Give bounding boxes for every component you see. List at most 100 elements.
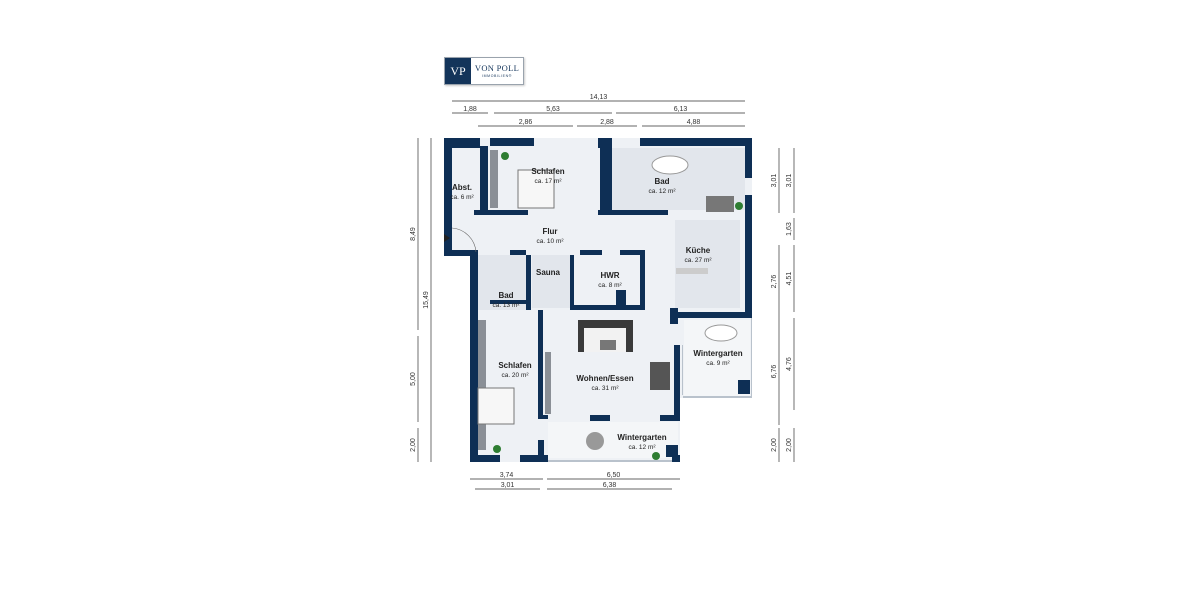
wall <box>520 455 548 462</box>
door-swing <box>451 227 477 253</box>
room-area: ca. 10 m² <box>536 238 564 245</box>
dimension-label: 2,86 <box>519 119 533 126</box>
column <box>666 445 678 457</box>
wall <box>745 138 752 178</box>
wall <box>570 255 574 310</box>
wall <box>444 250 474 256</box>
room-name: Schlafen <box>531 167 564 176</box>
counter <box>676 268 708 274</box>
dimension-label: 6,38 <box>603 482 617 489</box>
wall <box>640 138 752 146</box>
wall <box>745 195 752 318</box>
logo-name: VON POLL <box>474 63 520 73</box>
plant-icon <box>735 202 743 210</box>
dimension-label: 5,63 <box>546 106 560 113</box>
tv <box>600 340 616 350</box>
wall <box>444 138 474 148</box>
wall <box>480 146 488 210</box>
room-area: ca. 13 m² <box>492 302 520 309</box>
dimension-label: 1,63 <box>786 222 793 236</box>
dimension-label: 3,01 <box>786 174 793 188</box>
wall <box>580 250 602 255</box>
window <box>683 396 752 398</box>
wardrobe <box>545 352 551 414</box>
room-name: Wintergarten <box>617 433 666 442</box>
wall <box>474 138 480 148</box>
dimension-label: 3,01 <box>771 174 778 188</box>
kitchen-island <box>706 196 734 212</box>
plant-icon <box>493 445 501 453</box>
dimension-label: 2,76 <box>771 275 778 289</box>
room-name: Schlafen <box>498 361 531 370</box>
wall <box>490 300 528 304</box>
wall <box>510 250 526 255</box>
dimension-label: 15,49 <box>423 291 430 309</box>
logo-subtitle: IMMOBILIEN® <box>482 73 512 78</box>
wall <box>640 250 645 310</box>
wall <box>490 138 534 146</box>
wall <box>538 415 548 419</box>
room-area: ca. 6 m² <box>450 194 474 201</box>
wardrobe <box>478 320 486 450</box>
room-name: Bad <box>498 291 513 300</box>
room-area: ca. 27 m² <box>684 257 712 264</box>
room-area: ca. 17 m² <box>534 178 562 185</box>
dimension-label: 6,76 <box>771 365 778 379</box>
room-name: Wintergarten <box>693 349 742 358</box>
bathtub <box>704 324 738 342</box>
wall <box>598 210 668 215</box>
room-name: Abst. <box>452 183 472 192</box>
room-name: HWR <box>600 271 619 280</box>
wall <box>474 210 528 215</box>
dimension-label: 4,76 <box>786 357 793 371</box>
dimension-label: 2,88 <box>600 119 614 126</box>
bed <box>477 387 515 425</box>
dining-table <box>650 362 670 390</box>
room-area: ca. 20 m² <box>501 372 529 379</box>
wall <box>660 415 680 421</box>
wall <box>590 415 610 421</box>
room-area: ca. 8 m² <box>598 282 622 289</box>
wall <box>600 146 612 210</box>
room-name: Küche <box>686 246 711 255</box>
dimension-label: 14,13 <box>590 94 608 101</box>
wall <box>598 138 612 148</box>
dimension-label: 4,51 <box>786 272 793 286</box>
room-area: ca. 9 m² <box>706 360 730 367</box>
plant-icon <box>652 452 660 460</box>
room-area: ca. 12 m² <box>648 188 676 195</box>
room-area: ca. 12 m² <box>628 444 656 451</box>
room-area: ca. 31 m² <box>591 385 619 392</box>
dimension-label: 2,00 <box>771 438 778 452</box>
tiled-floor <box>675 220 740 308</box>
wardrobe <box>490 150 498 208</box>
dimension-label: 1,88 <box>463 106 477 113</box>
wall <box>674 345 680 420</box>
wall <box>672 455 680 462</box>
dimension-label: 3,01 <box>501 482 515 489</box>
wintergarten-floor <box>548 422 678 458</box>
dimension-label: 6,50 <box>607 472 621 479</box>
plant-icon <box>501 152 509 160</box>
dimension-label: 4,88 <box>687 119 701 126</box>
column <box>738 380 750 394</box>
wall <box>444 138 452 250</box>
dimension-label: 6,13 <box>674 106 688 113</box>
wall <box>670 312 750 318</box>
bed <box>517 169 555 209</box>
window <box>548 460 672 462</box>
wall <box>470 250 478 462</box>
window <box>751 318 752 398</box>
room-name: Flur <box>542 227 557 236</box>
dimension-label: 5,00 <box>410 372 417 386</box>
bathtub <box>651 155 689 175</box>
wall <box>620 250 645 255</box>
room-name: Bad <box>654 177 669 186</box>
room-name: Wohnen/Essen <box>576 374 633 383</box>
dimension-label: 2,00 <box>410 438 417 452</box>
dimension-label: 2,00 <box>786 438 793 452</box>
window <box>682 345 683 395</box>
tiled-floor <box>532 255 572 308</box>
wall <box>538 440 544 462</box>
